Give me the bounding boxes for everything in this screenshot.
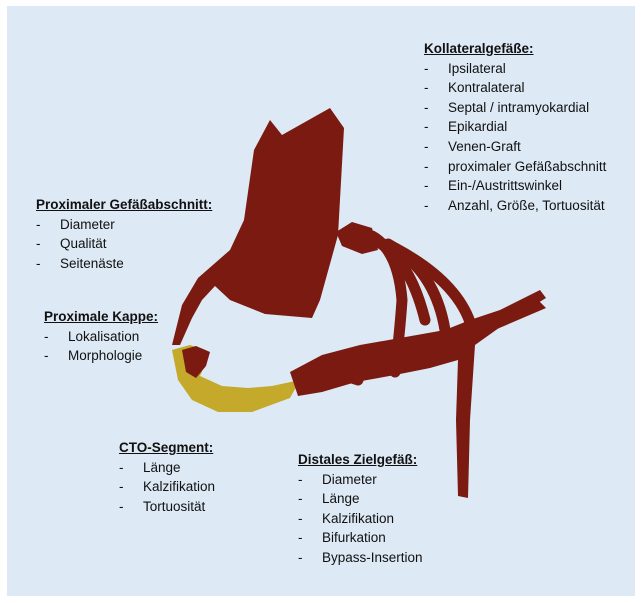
list-item: -Bifurkation — [298, 528, 423, 548]
proximal-segment-block: Proximaler Gefäßabschnitt: -Diameter -Qu… — [36, 195, 212, 273]
list-item: -Seitenäste — [36, 254, 212, 274]
collaterals-list: -Ipsilateral -Kontralateral -Septal / in… — [424, 59, 606, 216]
list-item: -Ein-/Austrittswinkel — [424, 176, 606, 196]
collaterals-block: Kollateralgefäße: -Ipsilateral -Kontrala… — [424, 39, 606, 215]
collaterals-title: Kollateralgefäße: — [424, 39, 606, 59]
list-item: -Länge — [298, 489, 423, 509]
proximal-cap-block: Proximale Kappe: -Lokalisation -Morpholo… — [44, 307, 158, 366]
list-item: -Kontralateral — [424, 78, 606, 98]
list-item: -Epikardial — [424, 117, 606, 137]
list-item: -Ipsilateral — [424, 59, 606, 79]
distal-target-list: -Diameter -Länge -Kalzifikation -Bifurka… — [298, 470, 423, 568]
proximal-cap-list: -Lokalisation -Morphologie — [44, 327, 158, 366]
list-item: -Anzahl, Größe, Tortuosität — [424, 196, 606, 216]
list-item: -Septal / intramyokardial — [424, 98, 606, 118]
list-item: -Diameter — [298, 470, 423, 490]
proximal-segment-list: -Diameter -Qualität -Seitenäste — [36, 215, 212, 274]
distal-target-block: Distales Zielgefäß: -Diameter -Länge -Ka… — [298, 450, 423, 568]
list-item: -Morphologie — [44, 346, 158, 366]
cto-segment-list: -Länge -Kalzifikation -Tortuosität — [119, 458, 215, 517]
list-item: -Qualität — [36, 234, 212, 254]
list-item: -Kalzifikation — [298, 509, 423, 529]
proximal-segment-title: Proximaler Gefäßabschnitt: — [36, 195, 212, 215]
cto-segment-block: CTO-Segment: -Länge -Kalzifikation -Tort… — [119, 438, 215, 516]
proximal-cap-title: Proximale Kappe: — [44, 307, 158, 327]
list-item: -Tortuosität — [119, 497, 215, 517]
list-item: -Venen-Graft — [424, 137, 606, 157]
list-item: -Länge — [119, 458, 215, 478]
cto-segment-title: CTO-Segment: — [119, 438, 215, 458]
list-item: -proximaler Gefäßabschnitt — [424, 157, 606, 177]
list-item: -Diameter — [36, 215, 212, 235]
list-item: -Kalzifikation — [119, 477, 215, 497]
list-item: -Lokalisation — [44, 327, 158, 347]
list-item: -Bypass-Insertion — [298, 548, 423, 568]
distal-target-title: Distales Zielgefäß: — [298, 450, 423, 470]
